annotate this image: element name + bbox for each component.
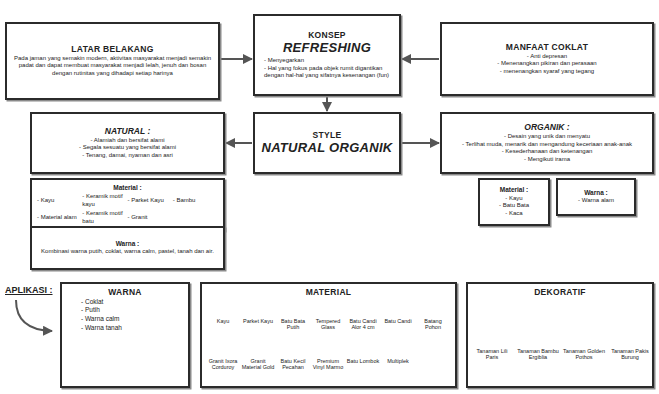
plant-tile: Tanaman Golden Pothos bbox=[562, 298, 606, 384]
body-text: - Putih bbox=[67, 306, 183, 315]
flow-arrow bbox=[402, 58, 439, 60]
heading: Warna : bbox=[563, 189, 629, 197]
material-panel: MATERIAL KayuParket KayuBatu Bata PutihTe… bbox=[200, 282, 457, 388]
section-label: APLIKASI : bbox=[5, 285, 53, 295]
heading: MANFAAT COKLAT bbox=[506, 42, 588, 53]
body-text: - Alamiah dan bersifat alami bbox=[90, 137, 164, 145]
decoration-panel: DEKORATIF Tanaman Lili ParisTanaman Bambu… bbox=[466, 282, 654, 388]
color-panel: WARNA- Coklat- Putih- Warna calm- Warna … bbox=[60, 282, 190, 388]
material-tile: Batu Bata Putih bbox=[276, 300, 310, 336]
body-text: Kombinasi warna putih, coklat, warna cal… bbox=[41, 248, 214, 256]
heading: MATERIAL bbox=[306, 287, 352, 298]
curved-arrow bbox=[16, 300, 52, 331]
body-text: Premium Vinyl Marmo bbox=[311, 358, 345, 370]
material-tile: Premium Vinyl Marmo bbox=[311, 340, 345, 376]
body-text: - Keramik motif kayu bbox=[82, 192, 127, 209]
body-text: - Menyegarkan bbox=[260, 57, 394, 65]
material-tile: Granit Material Gold bbox=[241, 340, 275, 376]
body-text: - Segala sesuatu yang bersifat alami bbox=[79, 144, 176, 152]
body-text: - Warna calm bbox=[67, 315, 183, 324]
body-text: Batu Lombok bbox=[346, 358, 380, 364]
material-tile: Batu Kecil Pecahan bbox=[276, 340, 310, 376]
body-text: Pada jaman yang semakin modern, aktivita… bbox=[12, 55, 213, 78]
body-text: Batu Candi bbox=[381, 318, 415, 324]
body-text: - Kaca bbox=[505, 210, 522, 218]
body-text: Batang Pohon bbox=[416, 318, 450, 330]
heading: DEKORATIF bbox=[534, 287, 586, 298]
heading: NATURAL : bbox=[105, 126, 150, 137]
body-text: Tempered Glass bbox=[311, 318, 345, 330]
body-text: Granit Material Gold bbox=[241, 358, 275, 370]
body-text: Parket Kayu bbox=[241, 318, 275, 324]
flow-arrow bbox=[402, 142, 439, 144]
material-box: Material : - Kayu- Keramik motif kayu- Pa… bbox=[30, 178, 225, 231]
heading: ORGANIK : bbox=[524, 122, 569, 133]
text-box: LATAR BELAKANGPada jaman yang semakin mo… bbox=[5, 22, 220, 100]
material-tile: Batu Candi Alor 4 cm bbox=[346, 300, 380, 336]
material-tile: Tempered Glass bbox=[311, 300, 345, 336]
body-text: - Coklat bbox=[67, 298, 183, 307]
body-text: - Mengikuti irama bbox=[524, 156, 570, 164]
heading: Material : bbox=[37, 184, 218, 192]
plant-tile: Tanaman Lili Paris bbox=[470, 298, 514, 384]
body-text: - Anti depresan bbox=[527, 53, 567, 61]
material-tile: Kayu bbox=[206, 300, 240, 336]
body-text: Granit Ixora Corduroy bbox=[206, 358, 240, 370]
body-text: - menenangkan syaraf yang tegang bbox=[500, 68, 594, 76]
text-box: ORGANIK :- Desain yang unik dan menyatu-… bbox=[440, 112, 654, 174]
style-box: STYLENATURAL ORGANIK bbox=[253, 112, 401, 174]
body-text: - Batu Bata bbox=[499, 202, 529, 210]
flow-arrow bbox=[221, 58, 252, 60]
body-text: - Terlihat muda, menarik dan mengandung … bbox=[462, 141, 632, 149]
material-tile: Granit Ixora Corduroy bbox=[206, 340, 240, 376]
body-text: Tanaman Bambu Ergiblia bbox=[516, 348, 560, 360]
body-text: Batu Bata Putih bbox=[276, 318, 310, 330]
color-box: Warna :- Warna alam bbox=[556, 178, 636, 216]
body-text: - Warna alam bbox=[578, 197, 614, 205]
material-tile: Batang Pohon bbox=[416, 300, 450, 336]
body-text: - Kesederhanaan dan ketenangan bbox=[502, 148, 593, 156]
body-text: - Kayu bbox=[37, 196, 82, 204]
body-text: Tanaman Lili Paris bbox=[470, 348, 514, 360]
body-text: - Hal yang fokus pada objek rumit digant… bbox=[260, 65, 394, 81]
text-box: NATURAL :- Alamiah dan bersifat alami- S… bbox=[30, 112, 225, 174]
text-box: MANFAAT COKLAT- Anti depresan- Menenangk… bbox=[440, 22, 654, 96]
material-tile: Batu Lombok bbox=[346, 340, 380, 376]
heading: KONSEP bbox=[308, 30, 346, 41]
body-text: - Menenangkan pikiran dan perasaan bbox=[497, 60, 596, 68]
body-text: - Desain yang unik dan menyatu bbox=[504, 133, 590, 141]
body-text: - Warna tanah bbox=[67, 324, 183, 333]
material-box: Material :- Kayu- Batu Bata- Kaca bbox=[478, 178, 550, 226]
body-text: - Granit bbox=[128, 213, 173, 221]
body-text: Batu Kecil Pecahan bbox=[276, 358, 310, 370]
material-tile: Batu Candi bbox=[381, 300, 415, 336]
body-text: Tanaman Pakis Burung bbox=[608, 348, 652, 360]
body-text: Kayu bbox=[206, 318, 240, 324]
concept-box: KONSEPREFRESHING- Menyegarkan- Hal yang … bbox=[253, 14, 401, 96]
color-box: Warna :Kombinasi warna putih, coklat, wa… bbox=[30, 226, 225, 270]
body-text: - Material alam bbox=[37, 213, 82, 221]
heading: Warna : bbox=[37, 240, 218, 248]
heading: STYLE bbox=[313, 130, 342, 141]
body-text: Multiplek bbox=[381, 358, 415, 364]
body-text: - Tenang, damai, nyaman dan asri bbox=[82, 152, 173, 160]
body-text: Batu Candi Alor 4 cm bbox=[346, 318, 380, 330]
plant-tile: Tanaman Pakis Burung bbox=[608, 298, 652, 384]
body-text: - Keramik motif batu bbox=[82, 209, 127, 226]
material-tile: Parket Kayu bbox=[241, 300, 275, 336]
body-text: - Kayu bbox=[505, 195, 522, 203]
heading: NATURAL ORGANIK bbox=[261, 140, 392, 156]
body-text: - Bambu bbox=[173, 196, 218, 204]
plant-tile: Tanaman Bambu Ergiblia bbox=[516, 298, 560, 384]
material-tile: Multiplek bbox=[381, 340, 415, 376]
heading: LATAR BELAKANG bbox=[71, 44, 153, 55]
heading: Material : bbox=[485, 186, 543, 194]
heading: REFRESHING bbox=[283, 40, 371, 56]
body-text: Tanaman Golden Pothos bbox=[562, 348, 606, 360]
body-text: - Parket Kayu bbox=[128, 196, 173, 204]
heading: WARNA bbox=[108, 287, 142, 298]
flow-arrow bbox=[226, 142, 252, 144]
flow-arrow bbox=[326, 97, 328, 111]
